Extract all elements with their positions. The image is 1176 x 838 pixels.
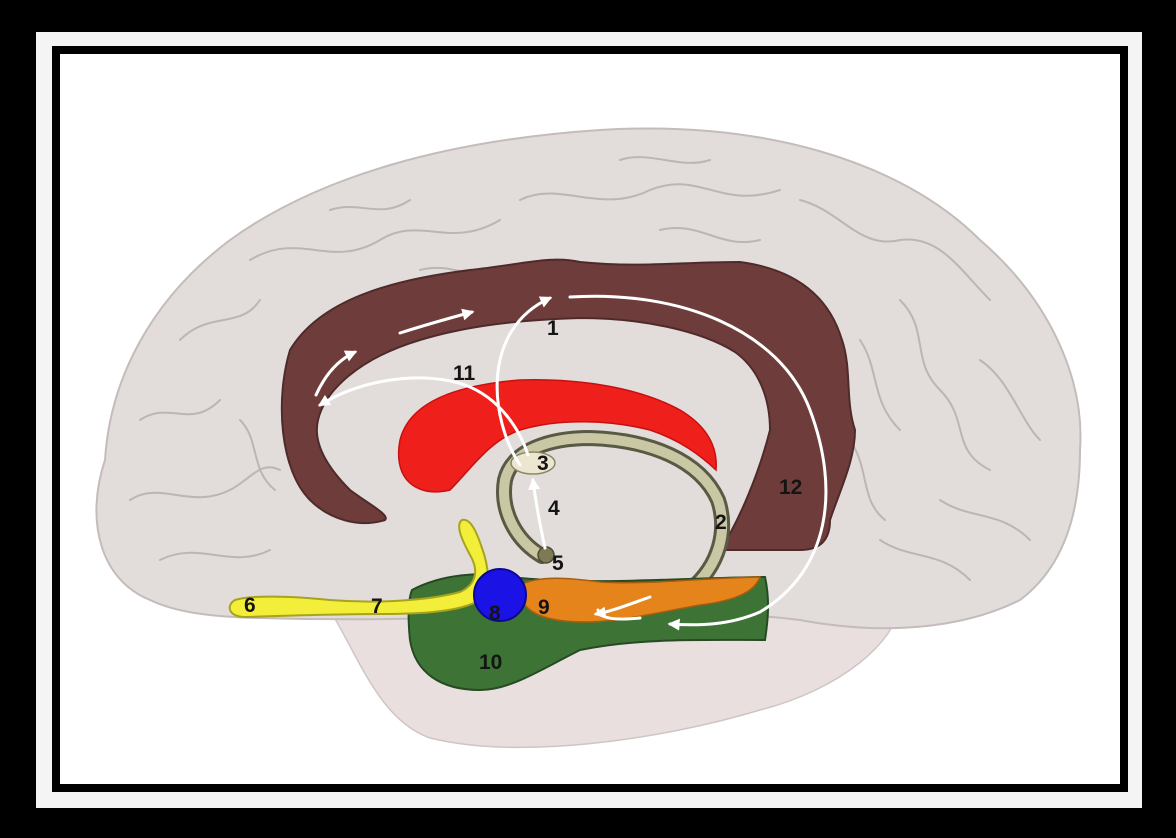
label-4: 4 <box>548 497 560 520</box>
label-7: 7 <box>371 595 383 618</box>
label-5: 5 <box>552 552 564 575</box>
label-1: 1 <box>547 317 559 340</box>
label-8: 8 <box>489 602 501 625</box>
label-12: 12 <box>779 476 802 499</box>
label-11: 11 <box>453 362 476 385</box>
label-9: 9 <box>538 596 550 619</box>
label-6: 6 <box>244 594 256 617</box>
label-3: 3 <box>537 452 549 475</box>
label-10: 10 <box>479 651 502 674</box>
label-2: 2 <box>715 511 727 534</box>
